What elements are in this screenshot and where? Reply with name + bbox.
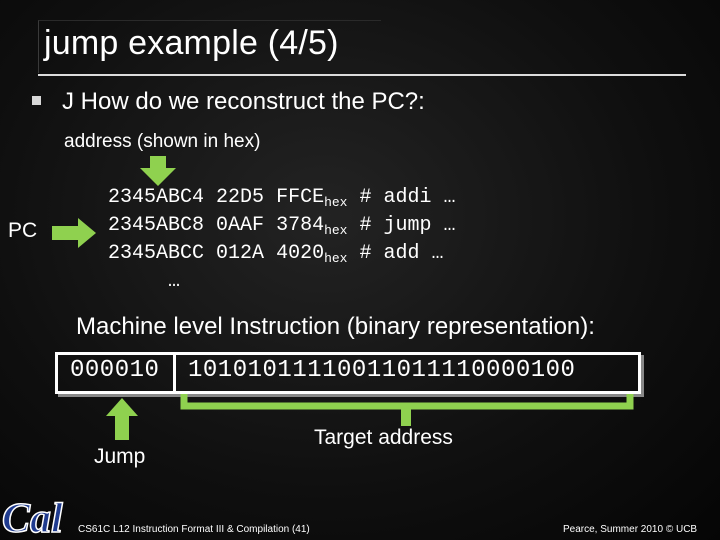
code-address: 2345ABC4 [108,186,205,209]
code-line: 2345ABC4 22D5 FFCEhex # addi … [108,186,456,210]
target-address-label: Target address [314,426,453,449]
jump-label: Jump [94,445,146,468]
code-word2: 4020 [276,242,325,265]
code-line: 2345ABCC 012A 4020hex # add … [108,242,444,266]
code-line: 2345ABC8 0AAF 3784hex # jump … [108,214,456,238]
pc-right-arrow-icon [52,218,96,248]
code-word2: FFCE [276,186,325,209]
footer-credit: Pearce, Summer 2010 © UCB [563,524,698,535]
instruction-bits-box [55,352,641,394]
code-comment: # add … [359,242,444,265]
code-word2: 3784 [276,214,325,237]
bits-divider [173,352,176,394]
hex-suffix: hex [324,223,348,238]
target-bracket [180,394,634,426]
code-word1: 22D5 [216,186,265,209]
target-bits: 10101011110011011110000100 [188,357,576,384]
cal-logo: Cal [1,495,64,540]
hex-suffix: hex [324,195,348,210]
title-frame [38,20,381,73]
footer-course: CS61C L12 Instruction Format III & Compi… [78,524,310,535]
bullet-text: J How do we reconstruct the PC?: [62,88,425,115]
code-address: 2345ABC8 [108,214,205,237]
slide-title: jump example (4/5) [44,24,339,62]
address-sublabel: address (shown in hex) [64,131,261,152]
code-comment: # addi … [359,186,456,209]
title-divider [38,74,686,76]
svg-text:Cal: Cal [2,496,63,540]
code-address: 2345ABCC [108,242,205,265]
code-word1: 012A [216,242,265,265]
pc-label: PC [8,219,38,242]
opcode-bits: 000010 [70,357,160,384]
code-ellipsis: … [168,270,181,293]
bullet-square-icon [32,96,41,105]
hex-suffix: hex [324,251,348,266]
up-arrow-icon [106,398,138,440]
code-word1: 0AAF [216,214,265,237]
code-comment: # jump … [359,214,456,237]
down-arrow-icon [140,156,176,186]
machine-instruction-label: Machine level Instruction (binary repres… [76,313,595,340]
